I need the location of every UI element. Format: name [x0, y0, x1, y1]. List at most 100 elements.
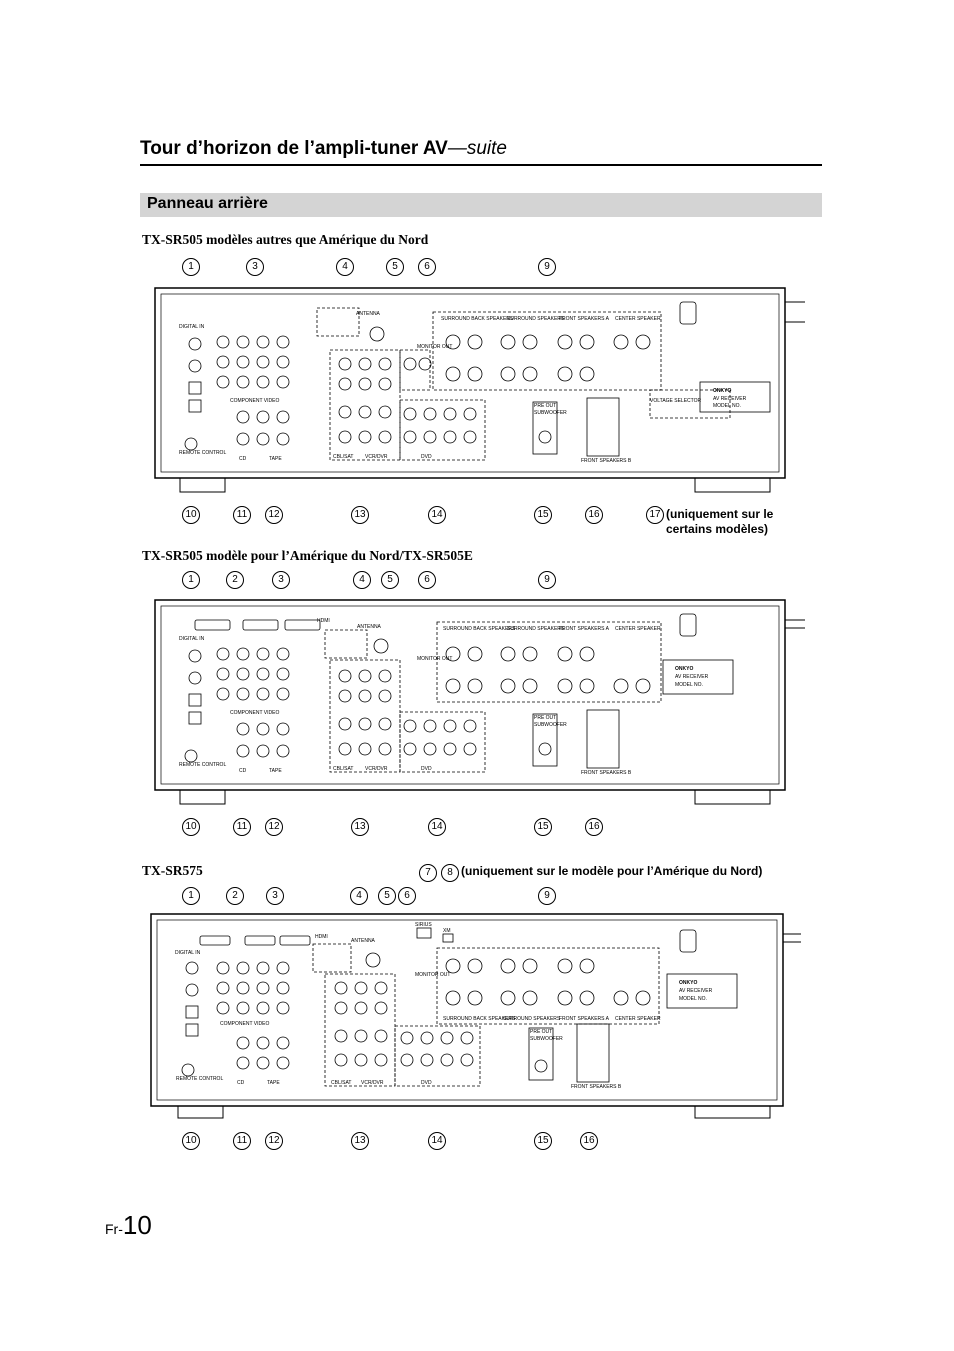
label-component-video: COMPONENT VIDEO: [220, 1021, 269, 1027]
callout: 13: [351, 506, 369, 524]
label-front-b: FRONT SPEAKERS B: [581, 458, 632, 464]
label-surround: SURROUND SPEAKERS: [503, 1016, 561, 1022]
callout: 17: [646, 506, 664, 524]
title-rule: [140, 164, 822, 166]
label-subwoofer: SUBWOOFER: [530, 1036, 563, 1042]
label-dvd: DVD: [421, 454, 432, 460]
label-hdmi: HDMI: [317, 618, 330, 624]
label-cd: CD: [239, 768, 247, 774]
callout: 12: [265, 1132, 283, 1150]
callout: 16: [585, 818, 603, 836]
callout: 6: [398, 887, 416, 905]
page-number: Fr-10: [105, 1210, 152, 1240]
label-front-b: FRONT SPEAKERS B: [581, 770, 632, 776]
label-dvd: DVD: [421, 766, 432, 772]
label-cbl-sat: CBL/SAT: [331, 1080, 351, 1086]
label-pre-out: PRE OUT: [534, 403, 556, 409]
label-pre-out: PRE OUT: [530, 1029, 552, 1035]
label-antenna: ANTENNA: [357, 624, 382, 630]
label-vcr-dvr: VCR/DVR: [365, 766, 388, 772]
callout: 15: [534, 1132, 552, 1150]
label-digital-in: DIGITAL IN: [179, 324, 205, 330]
label-digital-in: DIGITAL IN: [179, 636, 205, 642]
label-component-video: COMPONENT VIDEO: [230, 710, 279, 716]
callout: 4: [336, 258, 354, 276]
callout: 12: [265, 506, 283, 524]
callout: 2: [226, 887, 244, 905]
callout: 16: [580, 1132, 598, 1150]
label-surround-back: SURROUND BACK SPEAKERS: [443, 626, 516, 632]
callout: 2: [226, 571, 244, 589]
callout: 9: [538, 258, 556, 276]
callout: 14: [428, 506, 446, 524]
diagram-3-note: (uniquement sur le modèle pour l’Amériqu…: [461, 864, 763, 878]
label-model-no: MODEL NO.: [679, 996, 707, 1002]
label-model-no: MODEL NO.: [675, 682, 703, 688]
label-front-a: FRONT SPEAKERS A: [559, 316, 610, 322]
callout: 5: [378, 887, 396, 905]
callout: 12: [265, 818, 283, 836]
label-sirius: SIRIUS: [415, 922, 432, 928]
callout: 1: [182, 571, 200, 589]
label-surround: SURROUND SPEAKERS: [507, 626, 565, 632]
label-front-a: FRONT SPEAKERS A: [559, 626, 610, 632]
label-center: CENTER SPEAKER: [615, 316, 661, 322]
label-av-receiver: AV RECEIVER: [713, 396, 747, 402]
callout: 6: [418, 258, 436, 276]
label-monitor-out: MONITOR OUT: [417, 344, 452, 350]
callout: 14: [428, 818, 446, 836]
callout: 7: [419, 864, 437, 882]
label-subwoofer: SUBWOOFER: [534, 410, 567, 416]
section-title: Panneau arrière: [147, 195, 268, 212]
label-brand: ONKYO: [675, 666, 693, 672]
label-remote-control: REMOTE CONTROL: [176, 1076, 223, 1082]
callout: 15: [534, 506, 552, 524]
label-pre-out: PRE OUT: [534, 715, 556, 721]
callout: 9: [538, 571, 556, 589]
callout: 10: [182, 818, 200, 836]
diagram-3-heading: TX-SR575: [142, 863, 203, 878]
label-brand: ONKYO: [679, 980, 697, 986]
label-av-receiver: AV RECEIVER: [679, 988, 713, 994]
label-remote-control: REMOTE CONTROL: [179, 762, 226, 768]
label-surround-back: SURROUND BACK SPEAKERS: [443, 1016, 516, 1022]
callout: 4: [350, 887, 368, 905]
rear-panel-diagram-1: DIGITAL IN COMPONENT VIDEO ANTENNA REMOT…: [154, 287, 805, 493]
callout: 9: [538, 887, 556, 905]
callout: 16: [585, 506, 603, 524]
callout: 5: [381, 571, 399, 589]
label-xm: XM: [443, 928, 451, 934]
label-vcr-dvr: VCR/DVR: [361, 1080, 384, 1086]
label-digital-in: DIGITAL IN: [175, 950, 201, 956]
label-vcr-dvr: VCR/DVR: [365, 454, 388, 460]
callout: 15: [534, 818, 552, 836]
callout: 13: [351, 1132, 369, 1150]
diagram-1-note: (uniquement sur le certains modèles): [666, 507, 774, 536]
rear-panel-diagram-3: DIGITAL IN COMPONENT VIDEO HDMI ANTENNA …: [150, 913, 801, 1119]
label-cbl-sat: CBL/SAT: [333, 454, 353, 460]
label-center: CENTER SPEAKER: [615, 1016, 661, 1022]
callout: 3: [272, 571, 290, 589]
callout: 3: [246, 258, 264, 276]
label-voltage-selector: VOLTAGE SELECTOR: [650, 398, 702, 404]
label-hdmi: HDMI: [315, 934, 328, 940]
diagram-1-heading: TX-SR505 modèles autres que Amérique du …: [142, 232, 429, 247]
callout: 13: [351, 818, 369, 836]
page-title: Tour d’horizon de l’ampli-tuner AV—suite: [140, 138, 507, 159]
label-front-a: FRONT SPEAKERS A: [559, 1016, 610, 1022]
callout: 6: [418, 571, 436, 589]
label-cbl-sat: CBL/SAT: [333, 766, 353, 772]
label-cd: CD: [239, 456, 247, 462]
rear-panel-diagram-2: DIGITAL IN COMPONENT VIDEO HDMI ANTENNA …: [154, 599, 805, 805]
callout: 3: [266, 887, 284, 905]
callout: 4: [353, 571, 371, 589]
label-tape: TAPE: [269, 768, 282, 774]
label-subwoofer: SUBWOOFER: [534, 722, 567, 728]
callout: 11: [233, 1132, 251, 1150]
label-tape: TAPE: [269, 456, 282, 462]
label-model-no: MODEL NO.: [713, 403, 741, 409]
callout: 1: [182, 887, 200, 905]
label-remote-control: REMOTE CONTROL: [179, 450, 226, 456]
label-cd: CD: [237, 1080, 245, 1086]
callout: 10: [182, 506, 200, 524]
